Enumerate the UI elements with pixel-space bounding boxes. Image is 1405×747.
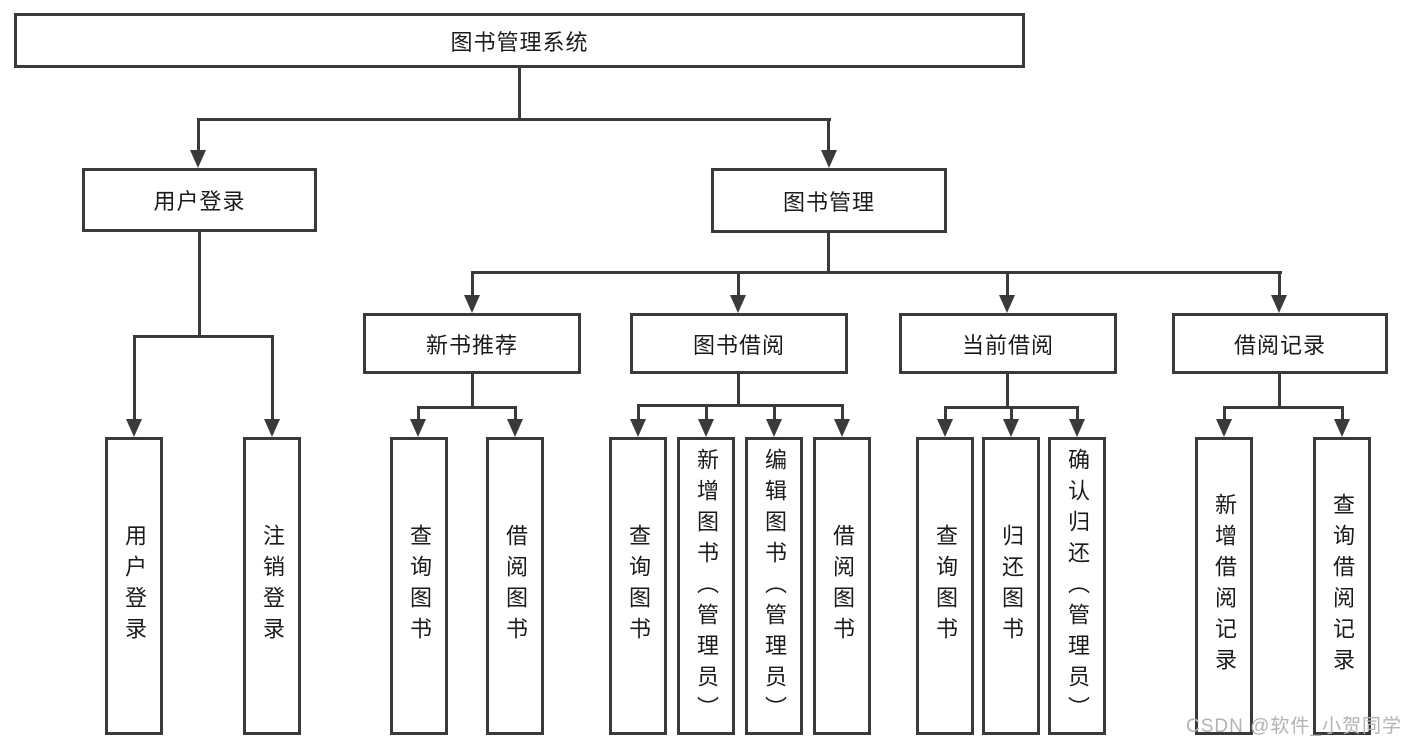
connector-line xyxy=(1278,273,1281,297)
connector-line xyxy=(773,406,776,421)
connector-line xyxy=(944,406,1079,409)
node-new-book-rec: 新书推荐 xyxy=(363,313,581,374)
connector-line xyxy=(1341,408,1344,421)
arrow-down-icon xyxy=(834,419,850,437)
leaf-cb-query-book: 查询图书 xyxy=(916,437,974,735)
connector-line xyxy=(133,337,136,419)
connector-line xyxy=(417,408,420,421)
node-user-login: 用户登录 xyxy=(82,168,317,232)
leaf-nb-query-book: 查询图书 xyxy=(390,437,448,735)
connector-line xyxy=(471,271,1282,274)
arrow-down-icon xyxy=(1069,419,1085,437)
connector-line xyxy=(197,118,831,121)
leaf-logout: 注销登录 xyxy=(243,437,301,735)
connector-line xyxy=(1010,408,1013,421)
arrow-down-icon xyxy=(821,150,837,168)
leaf-cb-confirm-return-admin: 确认归还（管理员） xyxy=(1048,437,1106,735)
leaf-user-login: 用户登录 xyxy=(105,437,163,735)
connector-line xyxy=(944,408,947,421)
connector-line xyxy=(133,335,274,338)
connector-line xyxy=(198,232,201,337)
connector-line xyxy=(827,120,830,152)
connector-line xyxy=(518,68,521,120)
arrow-down-icon xyxy=(507,419,523,437)
connector-line xyxy=(1223,408,1226,421)
connector-line xyxy=(417,406,517,409)
leaf-cb-return-book: 归还图书 xyxy=(982,437,1040,735)
arrow-down-icon xyxy=(1271,295,1287,313)
arrow-down-icon xyxy=(1003,419,1019,437)
arrow-down-icon xyxy=(937,419,953,437)
arrow-down-icon xyxy=(126,419,142,437)
node-book-borrow: 图书借阅 xyxy=(630,313,848,374)
arrow-down-icon xyxy=(264,419,280,437)
connector-line xyxy=(1223,406,1344,409)
connector-line xyxy=(197,120,200,152)
leaf-bb-borrow-book: 借阅图书 xyxy=(813,437,871,735)
leaf-bb-query-book: 查询图书 xyxy=(609,437,667,735)
arrow-down-icon xyxy=(766,419,782,437)
connector-line xyxy=(841,406,844,421)
connector-line xyxy=(471,374,474,408)
arrow-down-icon xyxy=(1334,419,1350,437)
leaf-bb-edit-book-admin: 编辑图书（管理员） xyxy=(745,437,803,735)
leaf-br-add-record: 新增借阅记录 xyxy=(1195,437,1253,735)
connector-line xyxy=(1006,273,1009,297)
connector-line xyxy=(637,404,844,407)
connector-line xyxy=(1278,374,1281,408)
connector-line xyxy=(1076,408,1079,421)
arrow-down-icon xyxy=(999,295,1015,313)
node-borrow-record: 借阅记录 xyxy=(1172,313,1388,374)
node-book-mgmt: 图书管理 xyxy=(711,168,947,233)
arrow-down-icon xyxy=(630,419,646,437)
csdn-watermark: CSDN @软件_小贺同学 xyxy=(1186,716,1402,737)
arrow-down-icon xyxy=(698,419,714,437)
connector-line xyxy=(637,406,640,421)
arrow-down-icon xyxy=(190,150,206,168)
node-current-borrow: 当前借阅 xyxy=(899,313,1117,374)
arrow-down-icon xyxy=(1216,419,1232,437)
connector-line xyxy=(1006,374,1009,408)
leaf-br-query-record: 查询借阅记录 xyxy=(1313,437,1371,735)
connector-line xyxy=(514,408,517,421)
arrow-down-icon xyxy=(464,295,480,313)
leaf-nb-borrow-book: 借阅图书 xyxy=(486,437,544,735)
connector-line xyxy=(271,337,274,419)
connector-line xyxy=(471,273,474,297)
node-root: 图书管理系统 xyxy=(14,13,1025,68)
connector-line xyxy=(705,406,708,421)
connector-line xyxy=(737,273,740,297)
connector-line xyxy=(827,233,830,273)
arrow-down-icon xyxy=(410,419,426,437)
arrow-down-icon xyxy=(730,295,746,313)
leaf-bb-add-book-admin: 新增图书（管理员） xyxy=(677,437,735,735)
connector-line xyxy=(737,374,740,407)
